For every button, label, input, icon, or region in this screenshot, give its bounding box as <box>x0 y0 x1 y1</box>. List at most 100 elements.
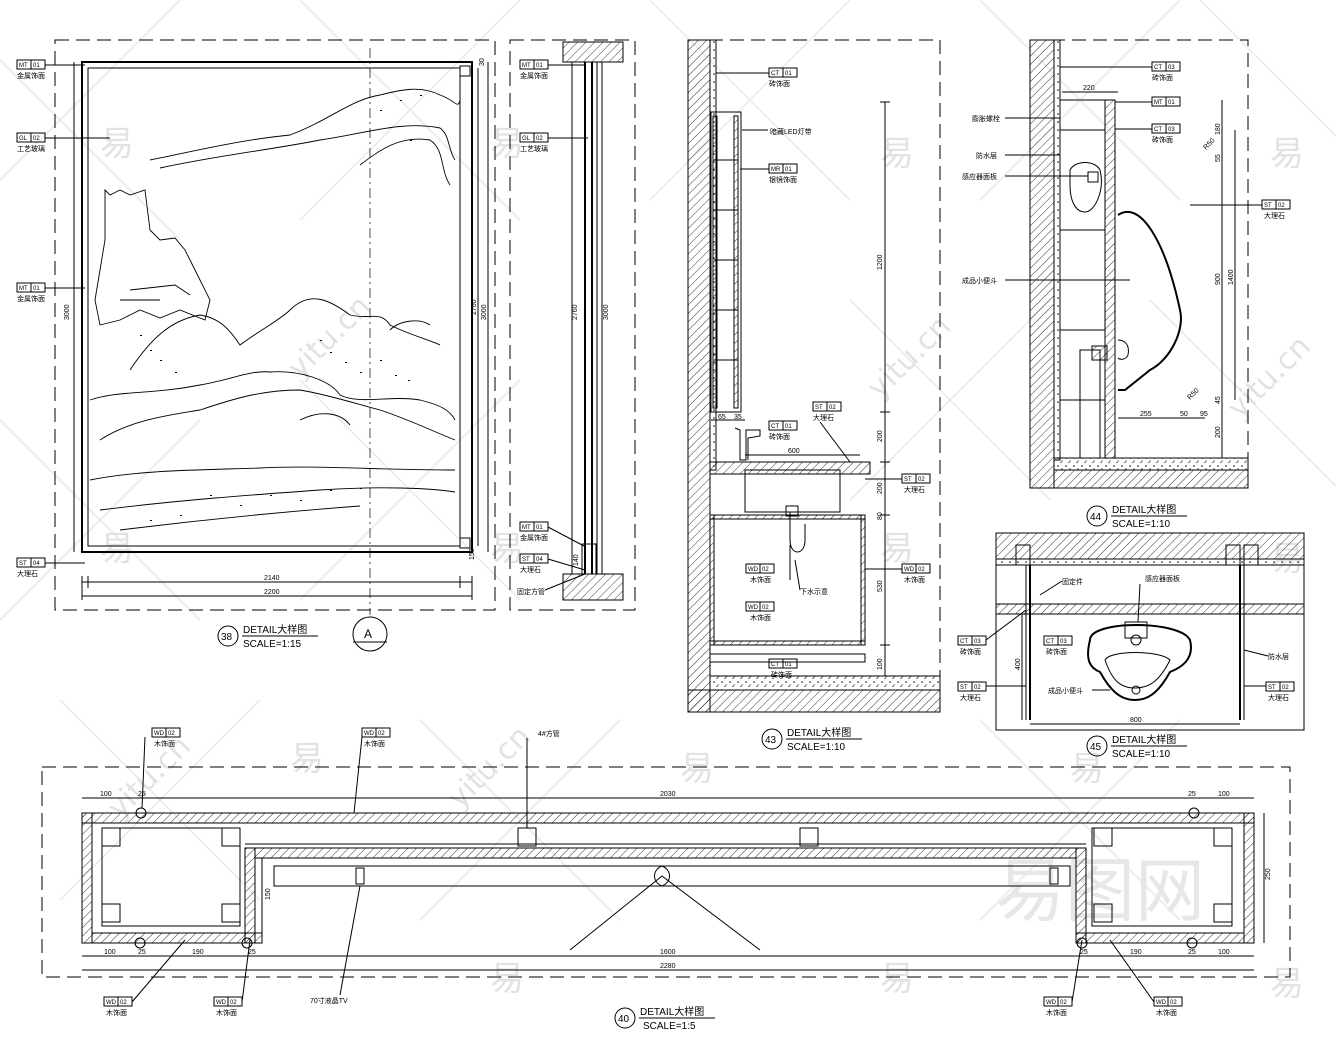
tag-code: WD <box>748 605 759 611</box>
tag-label: 木饰面 <box>216 1008 237 1017</box>
tag-label: 金属饰面 <box>17 294 45 303</box>
material-tag: CT 03 砖饰面 <box>1043 635 1073 656</box>
tag-num: 01 <box>785 662 792 668</box>
dim-text: 100 <box>877 658 884 670</box>
dim-text: 100 <box>100 791 112 798</box>
tag-num: 02 <box>33 136 40 142</box>
dim-text: 1600 <box>660 949 676 956</box>
tag-num: 02 <box>378 731 385 737</box>
watermark-char: 易 <box>1270 964 1304 1004</box>
material-tag: WD 02 木饰面 <box>103 939 186 1017</box>
tag-label: 木饰面 <box>750 575 771 584</box>
tag-code: CT <box>960 639 968 645</box>
tag-label: 木饰面 <box>750 613 771 622</box>
watermark-brand: 易图网 <box>995 850 1205 932</box>
detail-number: 38 <box>221 632 233 643</box>
dim-text: 65 <box>718 414 726 421</box>
dim-text: 220 <box>1083 85 1095 92</box>
dim-text: 250 <box>1265 868 1272 880</box>
tag-num: 02 <box>168 731 175 737</box>
tag-num: 02 <box>230 1000 237 1006</box>
material-tag: CT 01 砖饰面 <box>716 67 798 88</box>
tag-code: MT <box>19 286 28 292</box>
tag-code: ST <box>1268 685 1276 691</box>
note-text: 防水层 <box>976 151 997 160</box>
detail-44-urinal-section: 220 255 50 95 180 55 900 1400 45 200 R50… <box>962 39 1291 530</box>
tag-num: 02 <box>1170 1000 1177 1006</box>
note-text: 下水示意 <box>800 587 828 596</box>
section-marker-label: A <box>364 627 372 641</box>
tag-code: MT <box>522 63 531 69</box>
tag-num: 02 <box>829 405 836 411</box>
tag-label: 工艺玻璃 <box>520 144 548 153</box>
dim-text: 800 <box>1130 717 1142 724</box>
tag-code: WD <box>748 567 759 573</box>
note-text: 暗藏LED灯带 <box>770 127 812 136</box>
watermark-char: 易 <box>1070 749 1104 789</box>
dim-text: 25 <box>1188 949 1196 956</box>
dim-text: 25 <box>138 949 146 956</box>
dim-text: 45 <box>1215 396 1222 404</box>
tag-label: 砖饰面 <box>769 79 790 88</box>
dim-text: 50 <box>1180 411 1188 418</box>
material-tag: WD 02 木饰面 <box>745 601 775 622</box>
note-text: 固定方管 <box>517 587 545 596</box>
tag-code: CT <box>1046 639 1054 645</box>
tag-num: 01 <box>536 63 543 69</box>
watermark-site: yitu.cn <box>281 289 378 386</box>
material-tag: CT 03 砖饰面 <box>1115 123 1181 144</box>
tag-label: 金属饰面 <box>17 71 45 80</box>
detail-45-urinal-plan: 800 400 固定件 感应器面板 防水层 成品小便斗 CT 03 砖饰面 CT… <box>957 532 1305 760</box>
material-tag: ST 02 大理石 <box>812 401 851 463</box>
watermark-char: 易 <box>880 134 914 174</box>
tag-num: 01 <box>785 167 792 173</box>
detail-title: DETAIL大样图 <box>1112 503 1176 516</box>
dim-text: 200 <box>877 482 884 494</box>
tag-num: 04 <box>536 557 543 563</box>
tag-num: 02 <box>762 605 769 611</box>
dim-text: 25 <box>138 791 146 798</box>
material-tag: ST 02 大理石 <box>865 473 931 494</box>
tag-num: 01 <box>33 63 40 69</box>
tag-code: WD <box>1156 1000 1167 1006</box>
material-tag: CT 01 砖饰面 <box>768 420 798 441</box>
tag-num: 04 <box>33 561 40 567</box>
watermark-char: 易 <box>880 529 914 569</box>
watermark-char: 易 <box>880 959 914 999</box>
tag-label: 砖饰面 <box>960 647 981 656</box>
watermark-char: 易 <box>1270 134 1304 174</box>
dim-text: 190 <box>192 949 204 956</box>
dim-text: 100 <box>1218 791 1230 798</box>
tag-label: 工艺玻璃 <box>17 144 45 153</box>
tag-num: 02 <box>762 567 769 573</box>
detail-scale: SCALE=1:10 <box>1112 519 1171 530</box>
material-tag: MT 01 金属饰面 <box>16 59 85 80</box>
tag-label: 大理石 <box>1264 211 1285 220</box>
detail-scale: SCALE=1:5 <box>643 1021 696 1032</box>
dim-text: 1200 <box>877 254 884 270</box>
dim-text: 530 <box>877 580 884 592</box>
tag-num: 02 <box>1278 203 1285 209</box>
watermark-char: 易 <box>100 529 134 569</box>
tag-label: 木饰面 <box>1156 1008 1177 1017</box>
watermark-char: 易 <box>290 739 324 779</box>
detail-40-tv-cabinet-plan: 100 25 2030 25 100 100 25 190 25 1600 25… <box>41 727 1291 1032</box>
detail-38-elevation: A 2140 2200 3000 2760 3000 30 150 MT 01 … <box>16 39 496 652</box>
material-tag: ST 02 大理石 <box>1190 199 1291 220</box>
landscape-artwork <box>89 88 461 531</box>
tag-code: ST <box>904 477 912 483</box>
material-tag: WD 02 木饰面 <box>213 939 251 1017</box>
tag-num: 02 <box>918 477 925 483</box>
tag-num: 01 <box>536 525 543 531</box>
tag-num: 03 <box>1060 639 1067 645</box>
tag-num: 02 <box>1060 1000 1067 1006</box>
detail-scale: SCALE=1:10 <box>787 742 846 753</box>
tag-code: CT <box>1154 127 1162 133</box>
dim-text: 2760 <box>572 304 579 320</box>
dim-text: 30 <box>479 58 486 66</box>
watermark-char: 易 <box>490 959 524 999</box>
tag-label: 大理石 <box>813 413 834 422</box>
material-tag: ST 04 大理石 <box>16 557 85 578</box>
tag-label: 砖饰面 <box>771 670 792 679</box>
material-tag: CT 01 砖饰面 <box>768 658 798 679</box>
